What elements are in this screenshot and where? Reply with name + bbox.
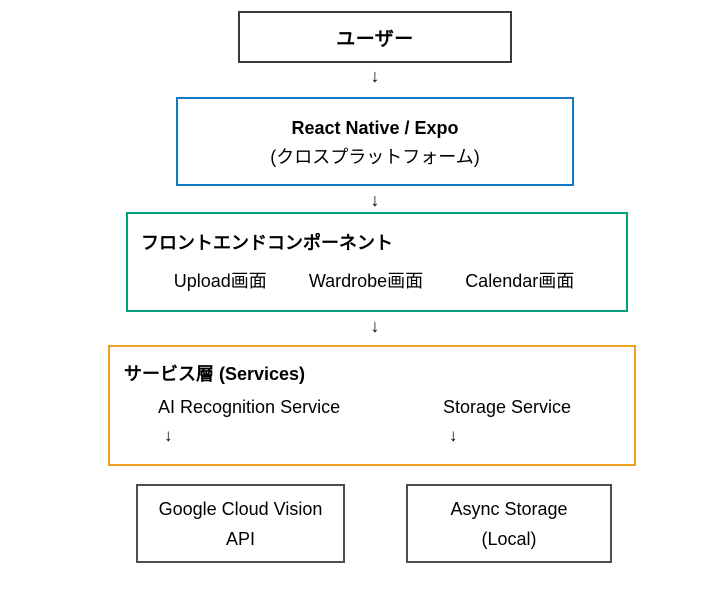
frontend-screen-list: Upload画面 Wardrobe画面 Calendar画面 xyxy=(128,267,626,293)
frontend-screen-item: Wardrobe画面 xyxy=(308,271,424,291)
node-google-cloud-vision-api: Google Cloud Vision API xyxy=(136,484,345,563)
connector-app-to-frontend: ↓ xyxy=(370,190,380,210)
node-frontend-heading: フロントエンドコンポーネント xyxy=(141,233,393,253)
node-async-storage: Async Storage (Local) xyxy=(406,484,612,563)
service-ai-recognition-label: AI Recognition Service xyxy=(158,397,341,417)
node-user: ユーザー xyxy=(238,11,512,63)
node-app-title: React Native / Expo xyxy=(291,117,459,138)
service-storage: Storage Service ↓ xyxy=(443,395,571,449)
service-ai-recognition: AI Recognition Service ↓ xyxy=(158,395,340,449)
node-services-heading: サービス層 (Services) xyxy=(124,364,306,384)
node-service-layer: サービス層 (Services) AI Recognition Service … xyxy=(108,345,636,466)
connector-storage-to-async-storage: ↓ xyxy=(449,426,458,445)
node-storage-line-2: (Local) xyxy=(481,528,537,549)
node-vision-line-2: API xyxy=(225,528,255,549)
service-list: AI Recognition Service ↓ Storage Service… xyxy=(110,395,634,451)
frontend-screen-item: Upload画面 xyxy=(173,271,267,291)
service-storage-label: Storage Service xyxy=(443,397,572,417)
frontend-screen-item: Calendar画面 xyxy=(465,271,575,291)
node-app-subtitle: (クロスプラットフォーム) xyxy=(270,146,480,167)
node-react-native-expo: React Native / Expo (クロスプラットフォーム) xyxy=(176,97,574,186)
node-frontend-components: フロントエンドコンポーネント Upload画面 Wardrobe画面 Calen… xyxy=(126,212,628,312)
node-vision-line-1: Google Cloud Vision xyxy=(158,498,323,519)
node-user-title: ユーザー xyxy=(336,28,414,50)
node-storage-line-1: Async Storage xyxy=(450,498,568,519)
connector-user-to-app: ↓ xyxy=(370,66,380,86)
connector-frontend-to-services: ↓ xyxy=(370,316,380,336)
connector-ai-to-vision-api: ↓ xyxy=(164,426,173,445)
